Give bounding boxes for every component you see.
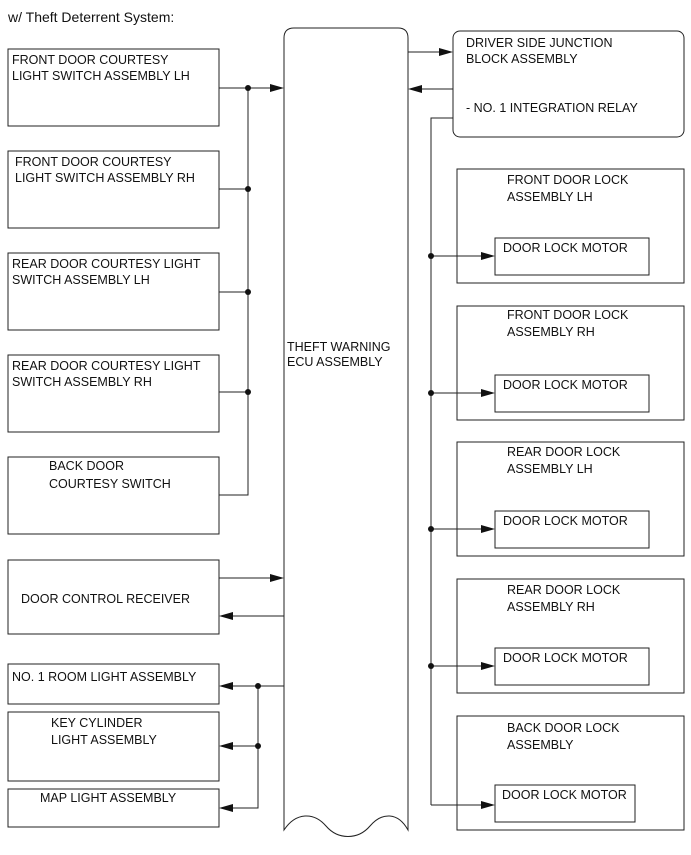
door-lock-label-line2: ASSEMBLY RH	[507, 600, 595, 614]
junction-dot	[245, 186, 251, 192]
door-lock-label-line2: ASSEMBLY RH	[507, 325, 595, 339]
door-lock-motor-label: DOOR LOCK MOTOR	[503, 651, 628, 665]
switch-label-line2: SWITCH ASSEMBLY LH	[12, 273, 150, 287]
light-label-line1: MAP LIGHT ASSEMBLY	[40, 791, 177, 805]
light-label-line1: NO. 1 ROOM LIGHT ASSEMBLY	[12, 670, 197, 684]
light-key-cylinder: KEY CYLINDER LIGHT ASSEMBLY	[7, 711, 220, 782]
door-lock-label-line1: FRONT DOOR LOCK	[507, 308, 629, 322]
light-label-line1: KEY CYLINDER	[51, 716, 142, 730]
arrow-right-icon	[481, 389, 495, 397]
door-lock-label-line1: FRONT DOOR LOCK	[507, 173, 629, 187]
door-lock-motor-label: DOOR LOCK MOTOR	[502, 788, 627, 802]
light-group: NO. 1 ROOM LIGHT ASSEMBLY KEY CYLINDER L…	[7, 663, 284, 828]
arrow-left-icon	[219, 612, 233, 620]
junction-dot	[245, 289, 251, 295]
switch-label-line1: FRONT DOOR COURTESY	[12, 53, 169, 67]
junction-label-line2: BLOCK ASSEMBLY	[466, 52, 578, 66]
arrow-right-icon	[481, 525, 495, 533]
door-lock-label-line2: ASSEMBLY LH	[507, 190, 593, 204]
junction-label-line1: DRIVER SIDE JUNCTION	[466, 36, 613, 50]
arrow-left-icon	[219, 682, 233, 690]
arrow-left-icon	[219, 742, 233, 750]
door-lock-rear-rh: REAR DOOR LOCK ASSEMBLY RH DOOR LOCK MOT…	[428, 578, 685, 694]
arrow-left-icon	[408, 85, 422, 93]
arrow-right-icon	[481, 801, 495, 809]
arrow-left-icon	[219, 804, 233, 812]
door-lock-back: BACK DOOR LOCK ASSEMBLY DOOR LOCK MOTOR	[431, 715, 685, 831]
arrow-right-icon	[270, 84, 284, 92]
theft-warning-ecu: THEFT WARNING ECU ASSEMBLY	[283, 27, 409, 837]
arrow-right-icon	[481, 252, 495, 260]
light-map: MAP LIGHT ASSEMBLY	[7, 788, 220, 828]
junction-dot	[245, 85, 251, 91]
arrow-right-icon	[481, 662, 495, 670]
door-lock-label-line1: BACK DOOR LOCK	[507, 721, 620, 735]
junction-dot	[255, 683, 261, 689]
switch-label-line1: REAR DOOR COURTESY LIGHT	[12, 257, 201, 271]
door-lock-motor	[494, 374, 650, 413]
door-lock-label-line1: REAR DOOR LOCK	[507, 445, 621, 459]
switch-label-line1: REAR DOOR COURTESY LIGHT	[12, 359, 201, 373]
door-lock-motor-label: DOOR LOCK MOTOR	[503, 514, 628, 528]
door-lock-label-line1: REAR DOOR LOCK	[507, 583, 621, 597]
switch-label-line1: FRONT DOOR COURTESY	[15, 155, 172, 169]
door-lock-motor	[494, 784, 636, 823]
switch-front-door-lh: FRONT DOOR COURTESY LIGHT SWITCH ASSEMBL…	[7, 48, 220, 127]
switch-bus-wire	[219, 88, 249, 496]
diagram-title: w/ Theft Deterrent System:	[7, 9, 174, 25]
door-lock-front-lh: FRONT DOOR LOCK ASSEMBLY LH DOOR LOCK MO…	[428, 168, 685, 284]
junction-dot	[255, 743, 261, 749]
switch-back-door: BACK DOOR COURTESY SWITCH	[7, 456, 220, 535]
door-lock-group: FRONT DOOR LOCK ASSEMBLY LH DOOR LOCK MO…	[428, 168, 685, 831]
door-lock-motor-label: DOOR LOCK MOTOR	[503, 241, 628, 255]
switch-rear-door-rh: REAR DOOR COURTESY LIGHT SWITCH ASSEMBLY…	[7, 354, 220, 433]
door-lock-front-rh: FRONT DOOR LOCK ASSEMBLY RH DOOR LOCK MO…	[428, 305, 685, 421]
door-lock-motor-label: DOOR LOCK MOTOR	[503, 378, 628, 392]
light-label-line2: LIGHT ASSEMBLY	[51, 733, 157, 747]
switch-front-door-rh: FRONT DOOR COURTESY LIGHT SWITCH ASSEMBL…	[7, 150, 220, 229]
door-lock-motor	[494, 237, 650, 276]
courtesy-switch-group: FRONT DOOR COURTESY LIGHT SWITCH ASSEMBL…	[7, 48, 284, 535]
receiver-label: DOOR CONTROL RECEIVER	[21, 592, 190, 606]
light-no1-room: NO. 1 ROOM LIGHT ASSEMBLY	[7, 663, 220, 705]
arrow-right-icon	[270, 574, 284, 582]
junction-dot	[428, 526, 434, 532]
ecu-label-line1: THEFT WARNING	[287, 340, 390, 354]
switch-rear-door-lh: REAR DOOR COURTESY LIGHT SWITCH ASSEMBLY…	[7, 252, 220, 331]
ecu-body	[283, 27, 409, 837]
door-lock-label-line2: ASSEMBLY	[507, 738, 574, 752]
ecu-label-line2: ECU ASSEMBLY	[287, 355, 383, 369]
door-lock-motor	[494, 647, 650, 686]
junction-dot	[428, 663, 434, 669]
door-lock-rear-lh: REAR DOOR LOCK ASSEMBLY LH DOOR LOCK MOT…	[428, 441, 685, 557]
junction-dot	[245, 389, 251, 395]
switch-label-line2: COURTESY SWITCH	[49, 477, 171, 491]
door-lock-motor	[494, 510, 650, 549]
switch-label-line2: LIGHT SWITCH ASSEMBLY RH	[15, 171, 195, 185]
switch-label-line2: SWITCH ASSEMBLY RH	[12, 375, 152, 389]
junction-dot	[428, 390, 434, 396]
arrow-right-icon	[439, 48, 453, 56]
switch-label-line2: LIGHT SWITCH ASSEMBLY LH	[12, 69, 190, 83]
integration-relay-label: - NO. 1 INTEGRATION RELAY	[466, 101, 638, 115]
door-lock-label-line2: ASSEMBLY LH	[507, 462, 593, 476]
relay-bus-wire	[430, 117, 453, 805]
driver-side-junction-block: DRIVER SIDE JUNCTION BLOCK ASSEMBLY - NO…	[408, 30, 685, 138]
junction-dot	[428, 253, 434, 259]
door-control-receiver: DOOR CONTROL RECEIVER	[7, 559, 284, 635]
switch-label-line1: BACK DOOR	[49, 459, 124, 473]
